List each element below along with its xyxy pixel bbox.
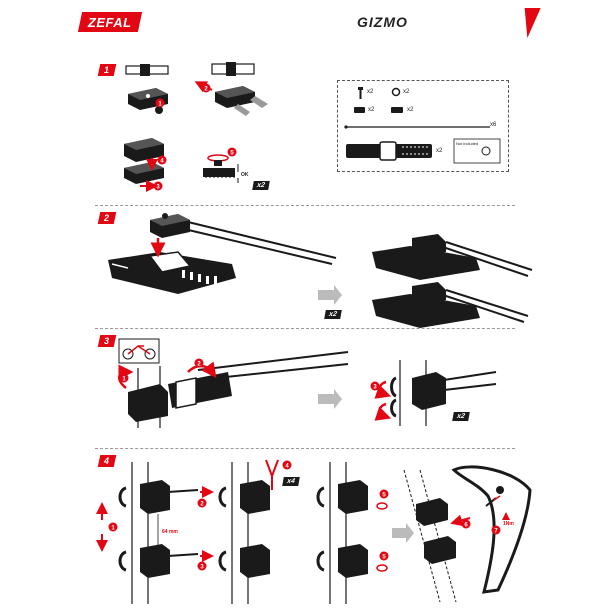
step2-tie-2 <box>187 221 337 259</box>
screw-icon <box>358 87 363 90</box>
step3-mount-open <box>128 351 349 428</box>
nut-icon <box>391 87 401 97</box>
svg-text:2: 2 <box>200 502 204 508</box>
svg-text:2: 2 <box>197 362 201 368</box>
svg-text:6: 6 <box>464 523 468 529</box>
qty-tag-step1: x2 <box>252 181 270 190</box>
callout-5d <box>379 551 389 561</box>
step2-main-assembly <box>108 213 236 294</box>
warning-icon <box>502 512 510 520</box>
pad-qty: x2 <box>407 107 414 113</box>
svg-text:3: 3 <box>200 565 204 571</box>
step3-mount-closed <box>390 360 497 426</box>
card-label: Not included <box>456 141 479 146</box>
svg-text:1: 1 <box>122 377 126 383</box>
tie-qty: x6 <box>490 122 497 128</box>
ok-label: OK <box>241 172 249 178</box>
callout-4c <box>282 460 292 470</box>
callout-4 <box>157 155 167 165</box>
step4-panel-d <box>403 465 532 603</box>
screw-qty: x2 <box>367 89 374 95</box>
svg-text:5: 5 <box>230 151 234 157</box>
pad-icon <box>391 107 403 113</box>
qty-tag-step3: x2 <box>452 412 470 421</box>
svg-text:2: 2 <box>204 87 208 93</box>
svg-text:4: 4 <box>160 159 164 165</box>
step1-strap-top-right <box>211 62 255 76</box>
svg-text:4: 4 <box>285 464 289 470</box>
svg-text:3: 3 <box>156 185 160 191</box>
page-title: GIZMO <box>357 14 408 30</box>
callout-1c <box>108 522 118 532</box>
qty-tag-step2: x2 <box>324 310 342 319</box>
callout-7 <box>491 525 501 535</box>
step1-screw-detail <box>203 154 239 183</box>
screw-shank <box>359 90 362 99</box>
svg-text:5: 5 <box>382 493 386 499</box>
nut-qty: x2 <box>403 89 410 95</box>
callout-2c <box>197 498 207 508</box>
callout-2b <box>194 358 204 368</box>
washer-qty: x2 <box>368 107 375 113</box>
step1-strap-top-left <box>125 64 169 76</box>
step4-next-arrow <box>392 523 414 543</box>
step1-block-b <box>215 86 268 116</box>
torque-label: 1Nm <box>503 521 514 527</box>
step4-panel-b <box>218 459 279 604</box>
tool-card-icon <box>453 138 501 164</box>
svg-text:7: 7 <box>494 529 498 535</box>
distance-label: 64 mm <box>162 529 178 535</box>
callout-3c <box>197 561 207 571</box>
svg-text:3: 3 <box>373 385 377 391</box>
washer-icon <box>354 107 365 113</box>
callout-5c <box>379 489 389 499</box>
step2-tie-1 <box>179 227 333 265</box>
section-divider <box>95 328 515 329</box>
callout-1b <box>119 373 129 383</box>
strap-qty: x2 <box>436 148 443 154</box>
callout-3 <box>153 181 163 191</box>
kit-contents-box: x2 x2 x2 x2 x6 x2 Not included <box>337 80 509 172</box>
svg-text:1: 1 <box>158 102 162 108</box>
callout-2 <box>201 83 211 93</box>
svg-text:5: 5 <box>382 555 386 561</box>
bike-frame-icon <box>118 338 160 364</box>
svg-text:1: 1 <box>111 526 115 532</box>
kit-parts-illustration <box>344 87 501 164</box>
callout-6 <box>461 519 471 529</box>
step2-result-bottom <box>372 282 529 328</box>
qty-tag-step4: x4 <box>282 477 300 486</box>
step3-next-arrow <box>318 389 342 409</box>
callout-3b <box>370 381 380 391</box>
step4-panel-a <box>118 462 199 604</box>
callout-1 <box>155 98 165 108</box>
callout-5 <box>227 147 237 157</box>
section-divider <box>95 205 515 206</box>
step4-panel-c <box>316 462 388 604</box>
section-divider <box>95 448 515 449</box>
step2-result-top <box>372 234 533 280</box>
step2-next-arrow <box>318 285 342 305</box>
